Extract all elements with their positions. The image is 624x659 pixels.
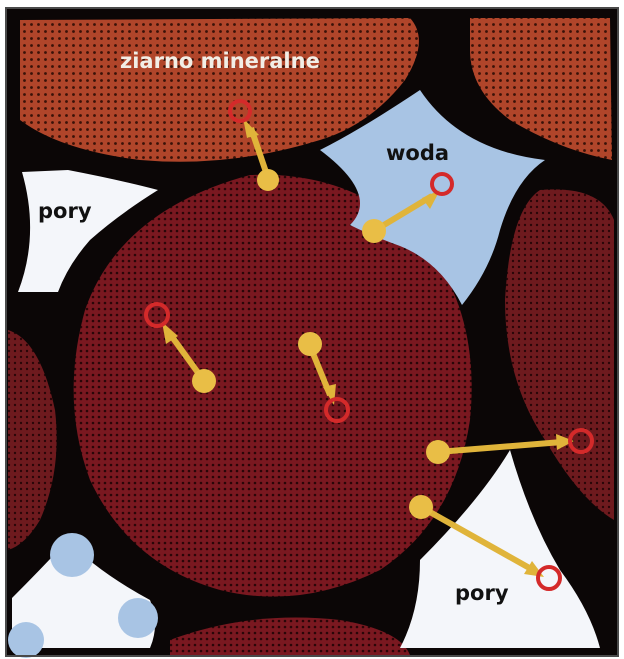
arrow-3-ball	[192, 369, 216, 393]
label-pores-bottom: pory	[455, 581, 509, 605]
arrow-2-ball	[362, 219, 386, 243]
label-mineral-grain: ziarno mineralne	[120, 49, 320, 73]
label-pores-top: pory	[38, 199, 92, 223]
arrow-4-ball	[298, 332, 322, 356]
arrow-5-ball	[426, 440, 450, 464]
water-bubble-2	[118, 598, 158, 638]
arrow-6-ball	[409, 495, 433, 519]
label-water: woda	[386, 141, 449, 165]
water-bubble-3	[8, 622, 44, 658]
arrow-1-ball	[257, 169, 279, 191]
water-bubble-1	[50, 533, 94, 577]
